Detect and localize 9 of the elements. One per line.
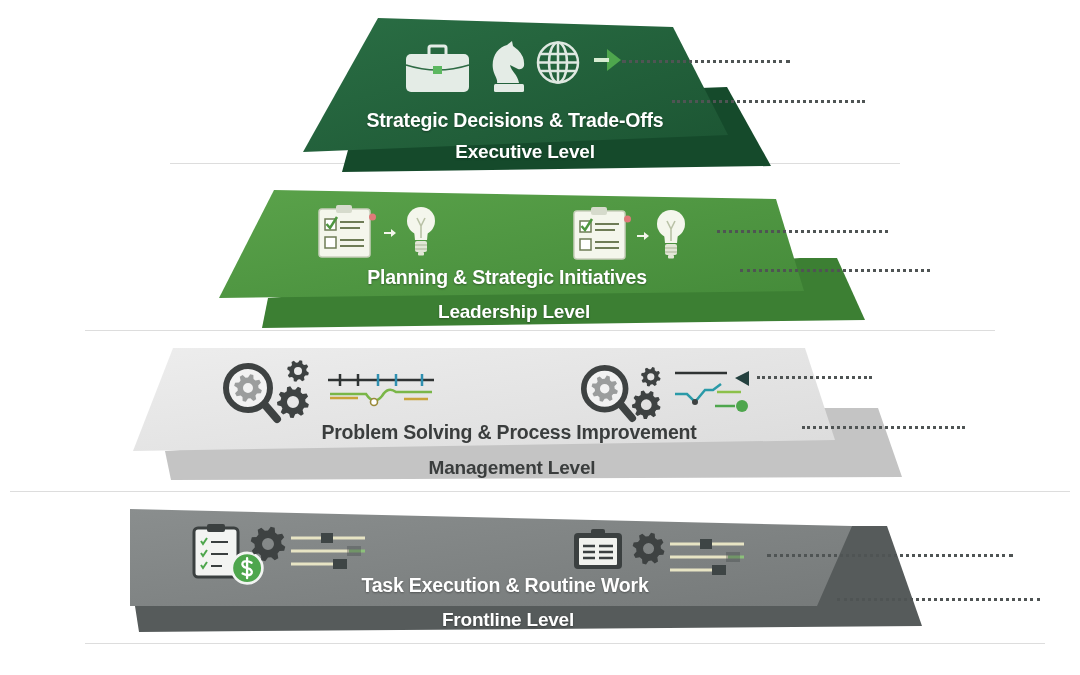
level-label: Management Level — [428, 457, 596, 479]
band-title: Strategic Decisions & Trade-Offs — [366, 108, 664, 132]
band-title: Problem Solving & Process Improvement — [321, 420, 697, 444]
band-title: Planning & Strategic Initiatives — [367, 265, 647, 289]
level-band — [130, 345, 905, 482]
level-label: Leadership Level — [438, 301, 590, 323]
level-label: Executive Level — [455, 141, 595, 163]
level-label: Frontline Level — [441, 609, 575, 631]
band-title: Task Execution & Routine Work — [361, 573, 649, 597]
